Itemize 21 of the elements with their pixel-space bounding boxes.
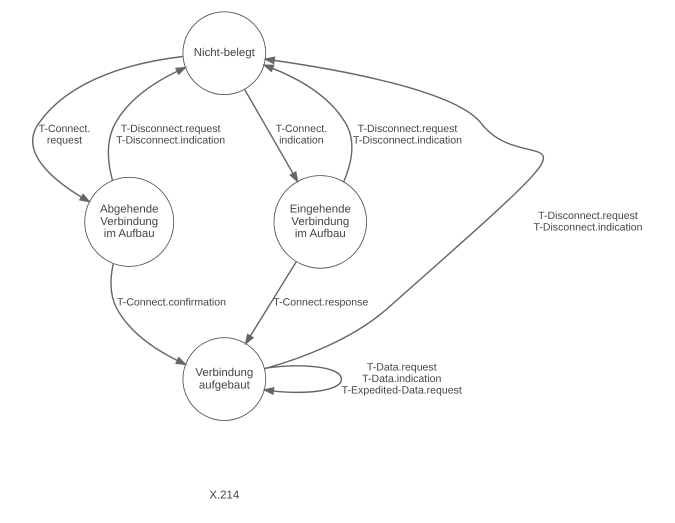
arrow (244, 89, 298, 184)
edge-label: T-Connect. request (38, 123, 90, 147)
node-circle: Verbindung aufgebaut (182, 337, 266, 421)
edge-label: T-Disconnect.request T-Disconnect.indication (352, 123, 462, 147)
label: X.214 (208, 489, 239, 502)
arrow (244, 261, 296, 346)
arrow (107, 66, 187, 181)
edge-label: T-Disconnect.request T-Disconnect.indication (532, 210, 642, 234)
edge-label: T-Connect. indication (275, 123, 327, 147)
arrow (262, 365, 342, 396)
arrow (32, 56, 182, 203)
arrow (262, 64, 352, 182)
edge-label: T-Disconnect.request T-Disconnect.indication (116, 123, 225, 147)
edge-label: T-Data.request T-Data.indication T-Expedited-Data.request (341, 361, 462, 396)
edge-label: T-Connect.confirmation (116, 296, 226, 309)
node-circle: Eingehende Verbindung im Aufbau (273, 175, 367, 269)
edge-label: T-Connect.response (272, 296, 368, 309)
arrow (110, 264, 187, 366)
node-circle: Abgehende Verbindung im Aufbau (84, 176, 174, 267)
node-circle: Nicht-belegt (182, 11, 266, 96)
arrow (262, 56, 544, 370)
